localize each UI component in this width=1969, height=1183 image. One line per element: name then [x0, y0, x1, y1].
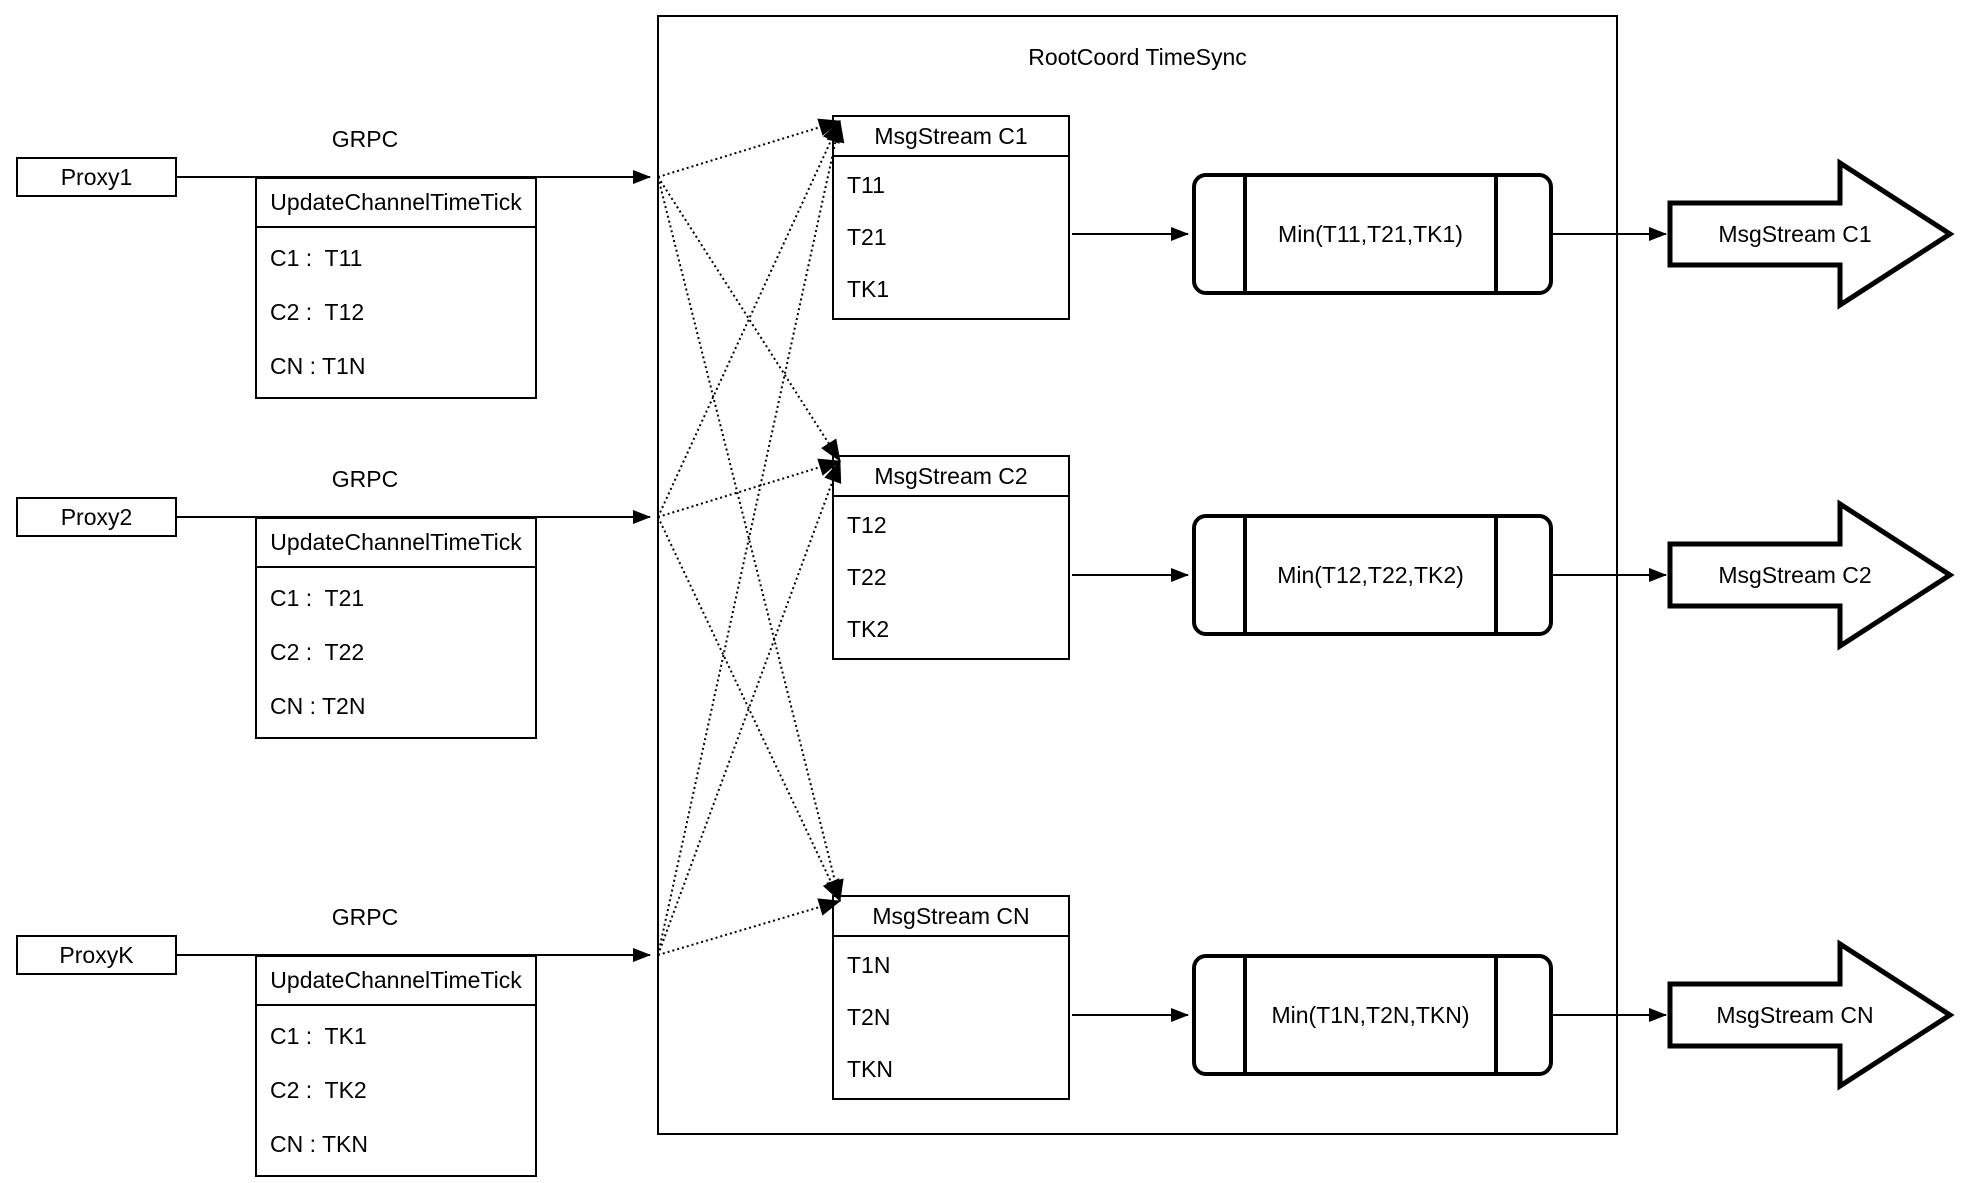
tick-row: C1 : T21 — [270, 585, 365, 611]
stream-row: T22 — [847, 564, 887, 590]
divider — [1494, 177, 1498, 291]
msgstream-table-header-2: MsgStream C2 — [834, 457, 1068, 497]
stream-row: T1N — [847, 952, 891, 978]
proxy2-label: Proxy2 — [60, 503, 133, 530]
tick-table-header-2: UpdateChannelTimeTick — [257, 519, 535, 568]
msgstream-table-c2: MsgStream C2 T12 T22 TK2 — [832, 455, 1070, 660]
proxy1-label: Proxy1 — [60, 163, 133, 190]
tick-table-header-1: UpdateChannelTimeTick — [257, 179, 535, 228]
proxy2-box: Proxy2 — [16, 497, 177, 537]
proxy1-box: Proxy1 — [16, 157, 177, 197]
tick-row: C2 : T12 — [270, 299, 365, 325]
update-channel-timetick-table-3: UpdateChannelTimeTick C1 : TK1 C2 : TK2 … — [255, 955, 537, 1177]
rootcoord-timesync-title: RootCoord TimeSync — [1028, 44, 1247, 70]
update-channel-timetick-table-1: UpdateChannelTimeTick C1 : T11 C2 : T12 … — [255, 177, 537, 399]
msgstream-table-header-3: MsgStream CN — [834, 897, 1068, 937]
tick-row: C2 : TK2 — [270, 1077, 367, 1103]
stream-row: T12 — [847, 512, 887, 538]
min-box-1: Min(T11,T21,TK1) — [1192, 173, 1553, 295]
stream-row: T2N — [847, 1004, 891, 1030]
grpc-label-1: GRPC — [331, 126, 399, 152]
divider — [1243, 518, 1247, 632]
output-arrow-label-3: MsgStream CN — [1716, 1002, 1874, 1028]
grpc-label-3: GRPC — [331, 904, 399, 930]
divider — [1494, 958, 1498, 1072]
stream-row: TK2 — [847, 616, 890, 642]
msgstream-table-c1: MsgStream C1 T11 T21 TK1 — [832, 115, 1070, 320]
tick-row: C2 : T22 — [270, 639, 365, 665]
tick-row: C1 : TK1 — [270, 1023, 367, 1049]
update-channel-timetick-table-2: UpdateChannelTimeTick C1 : T21 C2 : T22 … — [255, 517, 537, 739]
output-arrow-label-2: MsgStream C2 — [1718, 562, 1872, 588]
stream-row: TKN — [847, 1056, 893, 1082]
min-label-3: Min(T1N,T2N,TKN) — [1271, 1001, 1470, 1028]
stream-row: T21 — [847, 224, 887, 250]
min-box-2: Min(T12,T22,TK2) — [1192, 514, 1553, 636]
tick-row: CN : TKN — [270, 1131, 368, 1157]
tick-table-header-3: UpdateChannelTimeTick — [257, 957, 535, 1006]
divider — [1243, 177, 1247, 291]
tick-row: CN : T2N — [270, 693, 366, 719]
grpc-label-2: GRPC — [331, 466, 399, 492]
min-label-1: Min(T11,T21,TK1) — [1278, 220, 1463, 247]
divider — [1494, 518, 1498, 632]
proxyk-label: ProxyK — [59, 941, 134, 968]
divider — [1243, 958, 1247, 1072]
msgstream-table-cn: MsgStream CN T1N T2N TKN — [832, 895, 1070, 1100]
output-arrow-label-1: MsgStream C1 — [1718, 221, 1872, 247]
min-label-2: Min(T12,T22,TK2) — [1277, 561, 1464, 588]
msgstream-table-header-1: MsgStream C1 — [834, 117, 1068, 157]
proxyk-box: ProxyK — [16, 935, 177, 975]
stream-row: T11 — [847, 172, 885, 198]
stream-row: TK1 — [847, 276, 890, 302]
tick-row: C1 : T11 — [270, 245, 363, 271]
tick-row: CN : T1N — [270, 353, 366, 379]
min-box-3: Min(T1N,T2N,TKN) — [1192, 954, 1553, 1076]
